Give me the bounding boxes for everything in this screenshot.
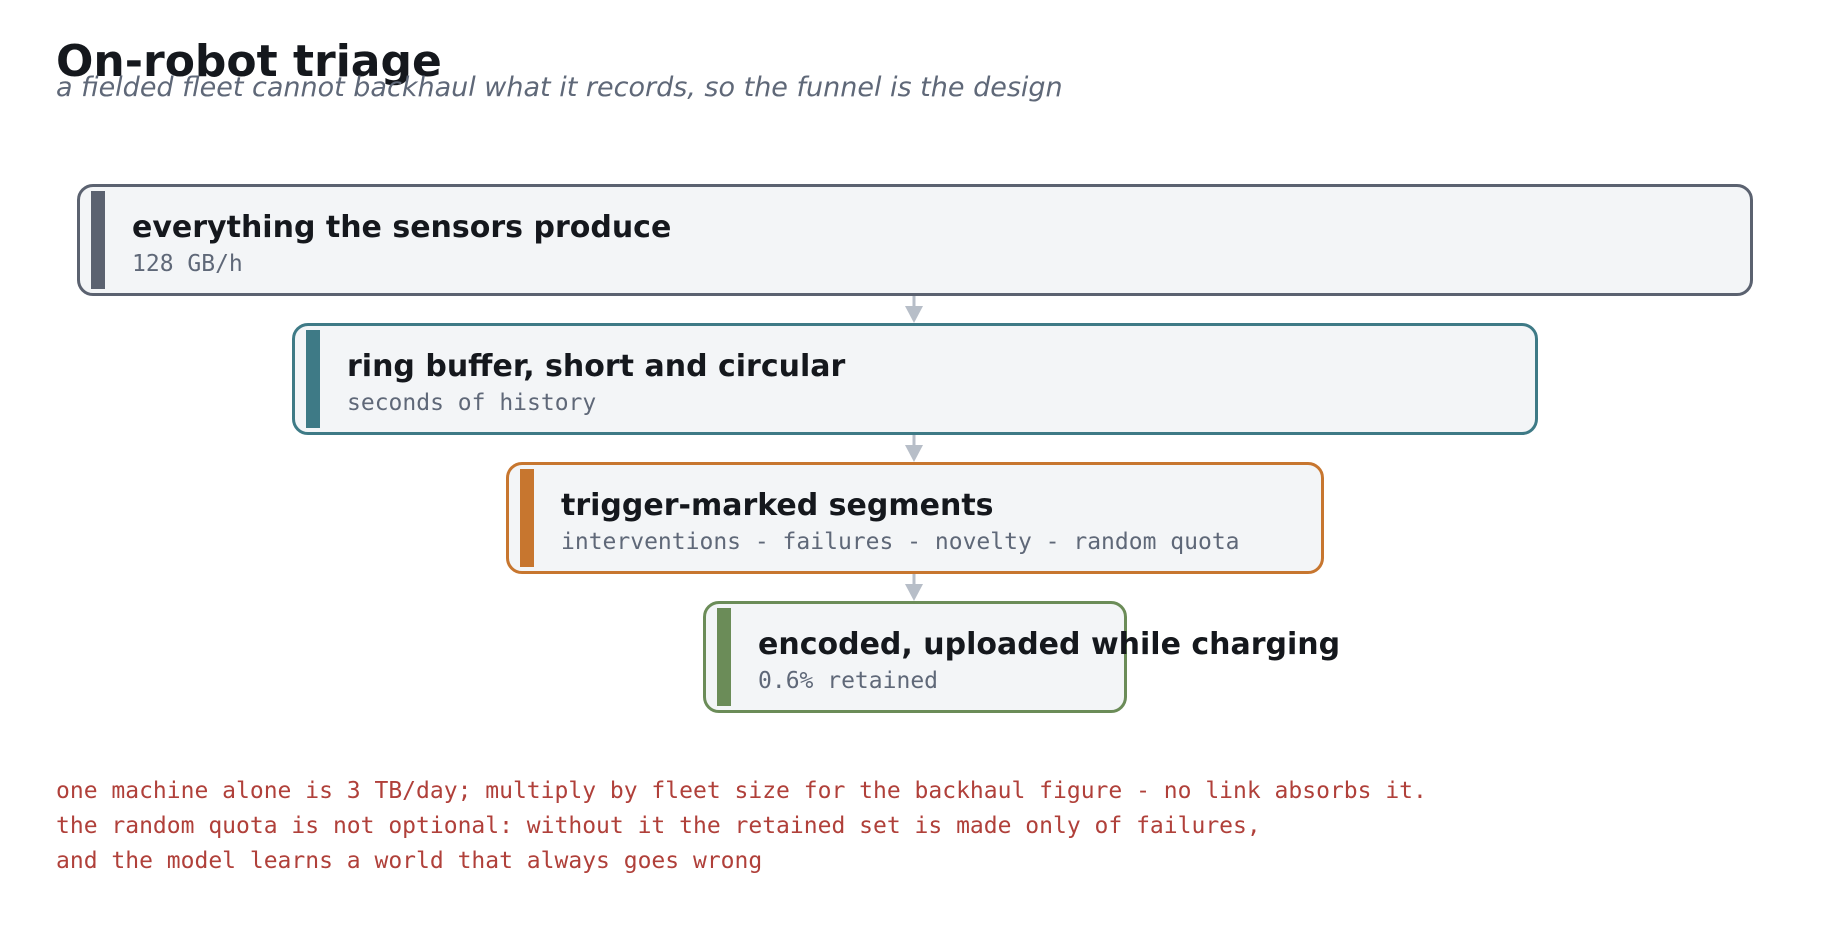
arrow-down-icon	[905, 445, 923, 462]
arrow-down-icon	[905, 306, 923, 323]
stage-label: ring buffer, short and circular	[347, 349, 846, 384]
stage-accent-bar	[520, 469, 534, 567]
stage-upload: encoded, uploaded while charging 0.6% re…	[703, 601, 1340, 713]
page-title: On-robot triage	[56, 36, 442, 87]
stage-ring-buffer: ring buffer, short and circular seconds …	[292, 323, 1538, 435]
stage-label: everything the sensors produce	[132, 210, 672, 245]
note-line: and the model learns a world that always…	[56, 848, 763, 874]
stage-label: trigger-marked segments	[561, 488, 994, 523]
stage-detail: seconds of history	[347, 390, 597, 416]
stage-detail: interventions - failures - novelty - ran…	[561, 529, 1240, 555]
footnotes: one machine alone is 3 TB/day; multiply …	[56, 774, 1427, 879]
stage-accent-bar	[91, 191, 105, 289]
stage-trigger-segments: trigger-marked segments interventions - …	[506, 462, 1324, 574]
page-subtitle: a fielded fleet cannot backhaul what it …	[56, 72, 1063, 103]
stage-label: encoded, uploaded while charging	[758, 627, 1341, 662]
note-line: the random quota is not optional: withou…	[56, 813, 1261, 839]
arrow-down-icon	[905, 584, 923, 601]
stage-accent-bar	[717, 608, 731, 706]
stage-detail: 0.6% retained	[758, 668, 939, 694]
stage-accent-bar	[306, 330, 320, 428]
note-line: one machine alone is 3 TB/day; multiply …	[56, 778, 1427, 804]
stage-sensor-output: everything the sensors produce 128 GB/h	[77, 184, 1753, 296]
stage-detail: 128 GB/h	[132, 251, 243, 277]
